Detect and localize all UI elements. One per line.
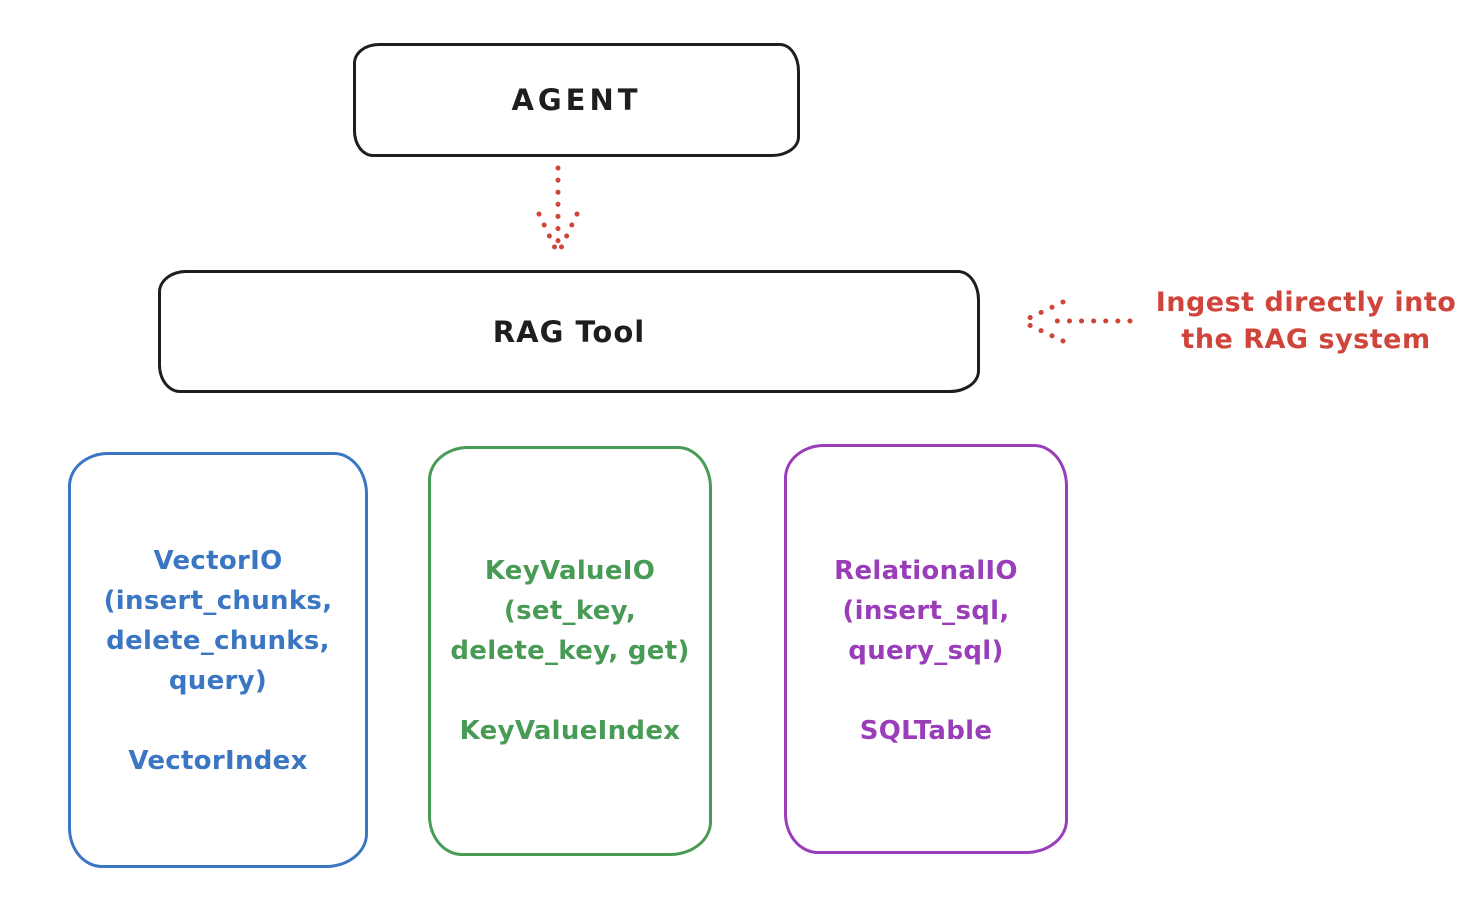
keyvalue-io-box: KeyValueIO (set_key, delete_key, get) Ke… xyxy=(428,446,712,856)
ingest-annotation: Ingest directly into the RAG system xyxy=(1138,284,1474,358)
ingest-annotation-line2: the RAG system xyxy=(1181,324,1431,355)
vector-io-methods-line2: delete_chunks, xyxy=(106,626,330,656)
keyvalue-io-methods-line1: (set_key, xyxy=(503,596,637,626)
keyvalue-index-label: KeyValueIndex xyxy=(459,716,681,746)
keyvalue-io-methods-line2: delete_key, get) xyxy=(450,636,690,666)
agent-label: AGENT xyxy=(511,83,642,117)
sql-table-label: SQLTable xyxy=(859,716,993,746)
keyvalue-io-text: KeyValueIO (set_key, delete_key, get) Ke… xyxy=(431,449,709,751)
agent-to-rag-dotted-arrow-icon xyxy=(536,165,580,253)
vector-io-title: VectorIO xyxy=(153,546,283,576)
rag-tool-box: RAG Tool xyxy=(158,270,980,393)
ingest-dotted-arrow-icon xyxy=(1022,299,1133,344)
relational-io-text: RelationalIO (insert_sql, query_sql) SQL… xyxy=(787,447,1065,751)
keyvalue-io-title: KeyValueIO xyxy=(484,556,656,586)
ingest-annotation-line1: Ingest directly into xyxy=(1155,287,1457,318)
vector-io-box: VectorIO (insert_chunks, delete_chunks, … xyxy=(68,452,368,868)
rag-tool-label: RAG Tool xyxy=(492,314,646,349)
vector-io-text: VectorIO (insert_chunks, delete_chunks, … xyxy=(71,455,365,781)
vector-io-methods-line3: query) xyxy=(168,666,268,696)
agent-box: AGENT xyxy=(353,43,800,157)
relational-io-methods-line2: query_sql) xyxy=(848,636,1004,666)
relational-io-box: RelationalIO (insert_sql, query_sql) SQL… xyxy=(784,444,1068,854)
relational-io-methods-line1: (insert_sql, xyxy=(842,596,1010,626)
vector-io-methods-line1: (insert_chunks, xyxy=(103,586,333,616)
vector-index-label: VectorIndex xyxy=(128,746,308,776)
relational-io-title: RelationalIO xyxy=(834,556,1018,586)
